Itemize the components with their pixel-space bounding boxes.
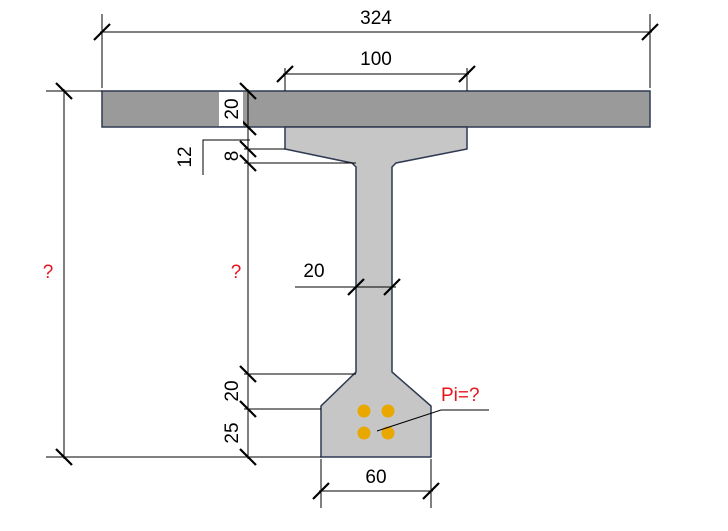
label-100: 100 [360, 49, 392, 70]
dim-flange-width: 100 [276, 49, 476, 91]
label-web-width: 20 [303, 261, 324, 282]
deck-slab [101, 90, 651, 128]
i-beam [284, 126, 468, 458]
label-total-height: ? [43, 262, 54, 283]
label-deck-thickness: 20 [222, 98, 243, 119]
label-upper-haunch: 8 [222, 151, 243, 162]
strand [381, 404, 395, 418]
strand [357, 404, 371, 418]
label-324: 324 [360, 8, 392, 29]
prestress-label: Pi=? [441, 385, 480, 406]
prestress-callout: Pi=? [376, 385, 489, 432]
dim-deck-width: 324 [93, 8, 659, 88]
dim-chain: 20 12 8 ? 20 25 [175, 82, 356, 466]
label-web-height: ? [231, 262, 242, 283]
dim-web-width: 20 [295, 261, 401, 296]
strand [381, 426, 395, 440]
label-lower-haunch: 20 [222, 380, 243, 401]
dim-total-height: ? [43, 82, 321, 466]
label-upper-offset: 12 [175, 146, 196, 167]
label-bottom-flange: 25 [222, 422, 243, 443]
dim-bottom-width: 60 [312, 459, 440, 508]
strand [357, 426, 371, 440]
label-bottom-width: 60 [365, 467, 386, 488]
